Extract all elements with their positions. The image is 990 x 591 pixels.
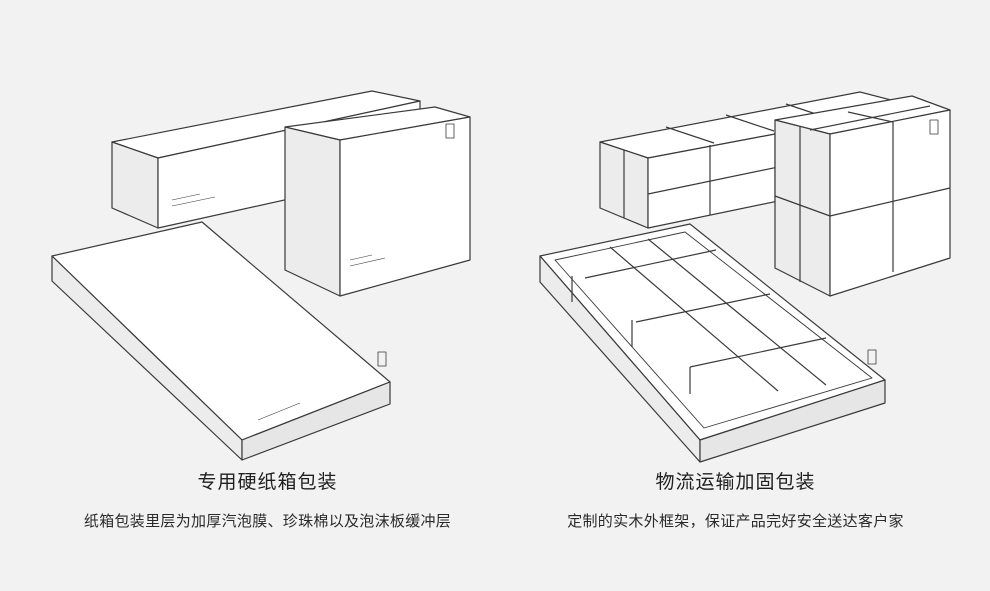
carton-packaging-title: 专用硬纸箱包装 — [197, 471, 338, 493]
crate-packaging-description: 定制的实木外框架，保证产品完好安全送达客户家 — [567, 512, 904, 530]
crate-flat-illustration — [539, 223, 886, 463]
carton-packaging-description: 纸箱包装里层为加厚汽泡膜、珍珠棉以及泡沫板缓冲层 — [83, 512, 452, 530]
carton-flat-box-illustration — [51, 221, 391, 461]
crate-cube-illustration — [774, 95, 951, 297]
carton-cube-box-illustration — [284, 106, 471, 297]
packaging-illustrations — [51, 90, 951, 463]
crate-packaging-title: 物流运输加固包装 — [655, 471, 816, 493]
